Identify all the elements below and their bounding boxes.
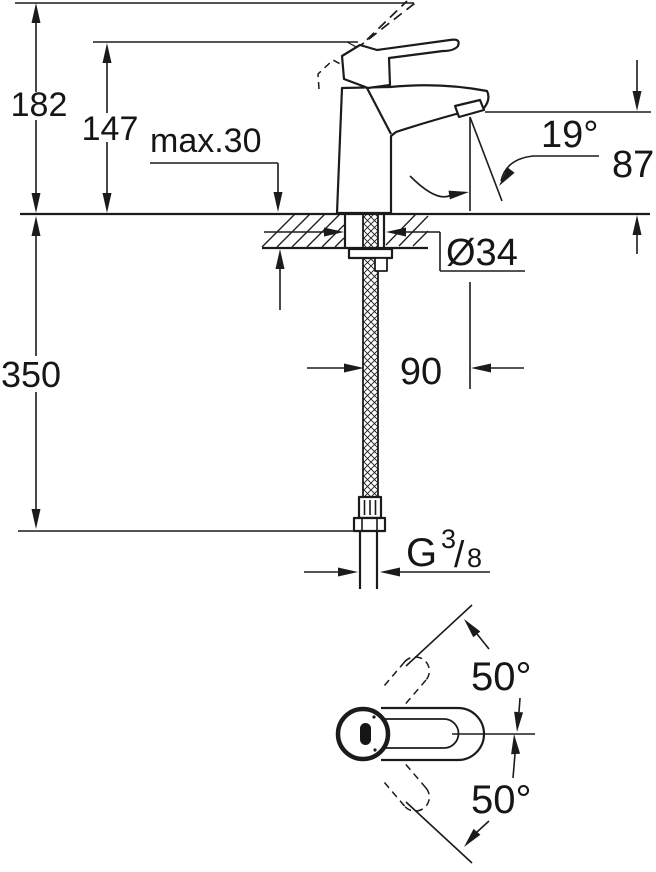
swivel-upper-arrow-tail [476,633,490,650]
dim-19deg-label: 19° [541,114,598,156]
raised-hub-dashed [317,59,347,90]
dim-350: 350 [1,216,61,529]
dim-182-label: 182 [11,86,68,124]
angle-19-leader [500,155,599,182]
dim-350-arrow-bottom [31,509,41,529]
dim-87: 87 [612,60,654,254]
swivel-lower-label: 50° [471,778,532,822]
dim-d34-label: Ø34 [446,232,518,274]
swivel-lower-diag-arrow [464,828,481,847]
aerator [453,98,486,119]
dim-g38-arrow-left [338,567,358,577]
thread-slash-label: / [454,534,465,575]
dim-90-arrow-left [344,363,364,373]
dim-90-arrow-right [471,363,491,373]
connection-nut [352,516,387,533]
mounting-flange [347,247,394,260]
hose-stub [374,257,388,272]
swivel-upper-diagonal [405,604,473,667]
dim-d34-arrow-right [386,227,406,237]
dim-d34-right-leader [402,231,525,272]
mounting-assembly [343,214,394,589]
dim-182-arrow-top [31,3,41,23]
faucet-body [335,84,490,215]
dim-thread-g38: G 3 / 8 [304,524,490,577]
stream-angled-line [469,116,503,202]
detail-dot-lower [373,748,377,752]
dim-hole-diameter: Ø34 [264,227,525,274]
top-view-group: 50° 50° [335,604,535,864]
body-seam-line [366,87,392,135]
dim-147-arrow-bottom [102,193,112,213]
dim-d34-arrow-left [324,227,344,237]
dim-87-arrow-up [632,215,642,235]
dim-147-label: 147 [82,110,139,148]
faucet-body-group [335,38,490,215]
swivel-upper-diag-arrow [464,619,481,638]
dim-max30-arrow-up [275,249,285,269]
dim-90: 90 [307,282,524,393]
detail-dot-upper [372,715,376,719]
cartridge-slot [360,723,371,745]
dim-87-arrow-down [632,91,642,111]
dim-90-label: 90 [400,351,442,393]
handle-lever [340,38,460,90]
dim-max30-label: max.30 [150,122,262,160]
threaded-shank [343,214,386,249]
dim-max30-arrow-down [273,192,283,212]
braided-hose-texture [363,214,378,497]
dim-147-arrow-top [102,43,112,63]
swivel-lower-arrow-tail [476,820,490,833]
counter-hatch-right [385,213,429,247]
dim-350-arrow-top [31,216,41,236]
thread-g-label: G [406,531,437,575]
dim-max30-leader [150,162,279,196]
raised-lever-dashed [343,0,420,63]
counter-hatch-left [261,213,345,248]
stream-angle-annotation: 19° [409,114,599,211]
thread-tube [358,531,379,589]
swivel-lower-diagonal [405,801,473,864]
reference-lines [15,2,651,532]
handle-plan-inner [381,718,460,749]
handle-rotated-upper-dashed [383,656,431,709]
dim-182-arrow-bottom [31,193,41,213]
handle-rotated-lower-dashed [383,759,431,812]
dim-350-label: 350 [1,354,61,395]
dim-147: 147 [82,43,139,213]
thread-numerator-label: 3 [441,524,456,554]
swivel-upper-center-tail [518,697,521,713]
swivel-upper-label: 50° [471,655,532,699]
dim-max30: max.30 [150,122,285,310]
dim-182: 182 [11,3,68,213]
collar-ribs [363,500,377,515]
flow-direction-arc [409,175,452,198]
angle-19-arrowhead [499,167,515,186]
dim-g38-arrow-right [380,567,400,577]
swivel-lower-center-tail [512,753,516,779]
thread-denominator-label: 8 [467,543,482,573]
swivel-upper-center-arrow [514,711,524,732]
dim-87-label: 87 [612,144,654,186]
swivel-lower-center-arrow [511,734,521,755]
nut-facets [361,518,378,531]
flow-arc-arrowhead [448,190,469,200]
